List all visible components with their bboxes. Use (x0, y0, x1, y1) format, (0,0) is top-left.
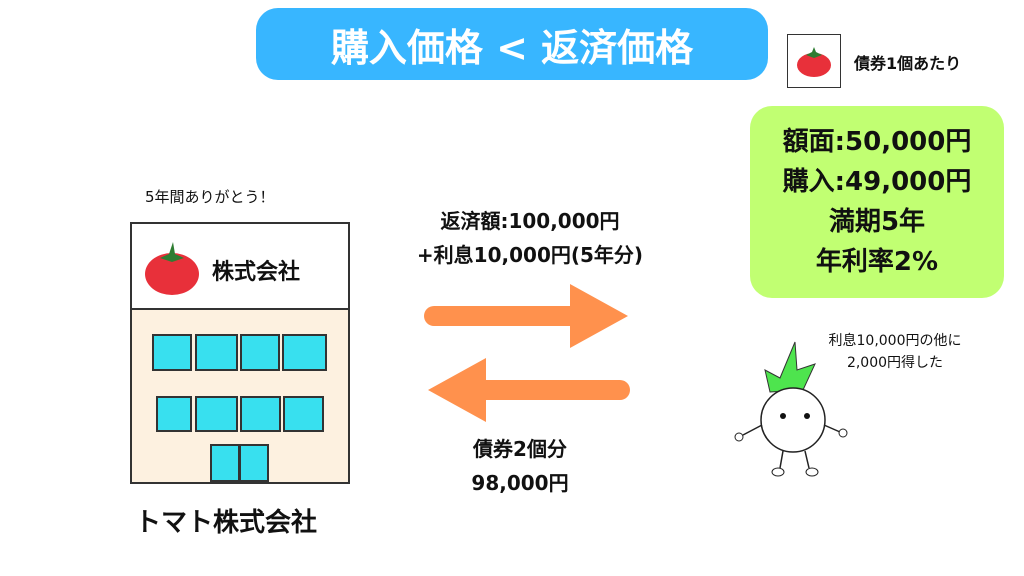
page-title: 購入価格 < 返済価格 (256, 8, 768, 80)
window (283, 396, 324, 432)
purchase-quantity: 債券2個分 (473, 437, 567, 461)
company-name: トマト株式会社 (135, 508, 318, 538)
repayment-label: 返済額:100,000円 +利息10,000円(5年分) (380, 204, 680, 272)
speech-line-2: 2,000円得した (846, 355, 944, 371)
bond-info-panel: 額面:50,000円 購入:49,000円 満期5年 年利率2% (750, 106, 1004, 298)
window (195, 396, 238, 432)
arrow-left-icon (428, 358, 630, 422)
company-building: 株式会社 (130, 222, 350, 484)
exchange-arrows (424, 284, 630, 422)
speech-line-1: 利息10,000円の他に (828, 333, 962, 349)
tomato-icon (797, 47, 831, 77)
face-value: 額面:50,000円 (782, 127, 972, 157)
window (152, 334, 192, 371)
repayment-amount: 返済額:100,000円 (440, 209, 620, 233)
door (210, 444, 240, 482)
arrow-right-icon (424, 284, 628, 348)
door (239, 444, 269, 482)
legend-tomato-box (787, 34, 841, 88)
purchase-amount: 98,000円 (471, 471, 569, 495)
character-speech: 利息10,000円の他に 2,000円得した (790, 330, 1000, 374)
purchase-price: 購入:49,000円 (782, 167, 972, 197)
window (240, 334, 280, 371)
window (156, 396, 192, 432)
company-thanks: 5年間ありがとう！ (145, 188, 275, 206)
window (240, 396, 281, 432)
turnip-character (734, 341, 848, 477)
interest-rate: 年利率2% (815, 247, 939, 277)
legend-label: 債券1個あたり (854, 54, 962, 73)
purchase-label: 債券2個分 98,000円 (420, 432, 620, 500)
tomato-icon (145, 242, 199, 295)
repayment-interest: +利息10,000円(5年分) (416, 243, 644, 267)
window (195, 334, 238, 371)
sign-text: 株式会社 (212, 260, 301, 285)
building-sign: 株式会社 (132, 224, 348, 310)
maturity: 満期5年 (828, 207, 926, 237)
window (282, 334, 327, 371)
